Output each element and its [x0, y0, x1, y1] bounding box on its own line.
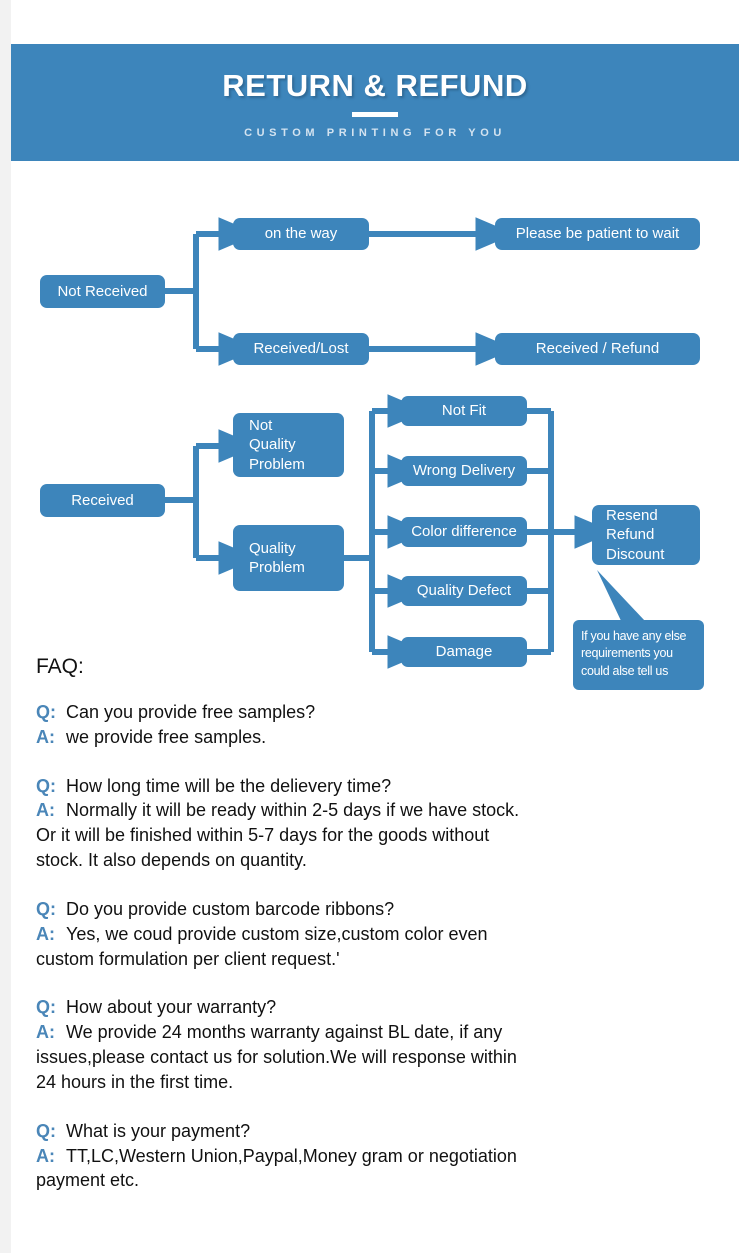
faq-question-line: Q: How about your warranty?: [36, 995, 686, 1020]
node-color-difference[interactable]: Color difference: [401, 517, 527, 547]
faq-answer-cont: payment etc.: [36, 1170, 140, 1191]
node-quality-defect[interactable]: Quality Defect: [401, 576, 527, 606]
faq-question: How long time will be the delievery time…: [66, 775, 392, 796]
node-not-received[interactable]: Not Received: [40, 275, 165, 308]
callout-line: could alse tell us: [581, 663, 669, 678]
node-line: Problem: [249, 455, 305, 473]
node-on-the-way[interactable]: on the way: [233, 218, 369, 250]
faq-answer: Yes, we coud provide custom size,custom …: [66, 923, 488, 944]
faq-answer-cont: issues,please contact us for solution.We…: [36, 1047, 517, 1068]
faq-item: Q: Do you provide custom barcode ribbons?…: [36, 897, 686, 971]
node-not-quality-problem[interactable]: Not Quality Problem: [233, 413, 344, 477]
faq-answer: we provide free samples.: [66, 726, 267, 747]
flowchart-connectors: [165, 217, 645, 669]
faq-answer: Normally it will be ready within 2-5 day…: [66, 800, 520, 821]
faq-item: Q: What is your payment? A: TT,LC,Western …: [36, 1119, 686, 1193]
node-line: Quality: [249, 539, 296, 557]
node-received-lost[interactable]: Received/Lost: [233, 333, 369, 365]
callout-line: If you have any else: [581, 629, 687, 643]
faq-question: How about your warranty?: [66, 997, 277, 1018]
faq-item: Q: How about your warranty? A: We provide …: [36, 995, 686, 1094]
faq-answer-line: A: Yes, we coud provide custom size,custo…: [36, 922, 686, 947]
answer-tag: A:: [36, 800, 55, 821]
answer-tag: A:: [36, 1145, 55, 1166]
node-line: Quality: [249, 436, 296, 454]
callout-extra-requirements: If you have any else requirements you co…: [573, 620, 704, 690]
faq-question-line: Q: Can you provide free samples?: [36, 700, 686, 725]
faq-question: Do you provide custom barcode ribbons?: [66, 898, 395, 919]
faq-question-line: Q: Do you provide custom barcode ribbons?: [36, 897, 686, 922]
faq-item: Q: How long time will be the delievery ti…: [36, 774, 686, 873]
node-resend-refund-discount[interactable]: Resend Refund Discount: [592, 505, 700, 565]
faq-heading: FAQ:: [36, 655, 84, 678]
page-title: RETURN & REFUND: [222, 68, 528, 103]
page-header-banner: RETURN & REFUND CUSTOM PRINTING FOR YOU: [11, 44, 739, 161]
node-line: Refund: [606, 526, 655, 544]
faq-answer: TT,LC,Western Union,Paypal,Money gram or…: [66, 1145, 517, 1166]
question-tag: Q:: [36, 775, 56, 796]
node-line: Not: [249, 417, 273, 435]
callout-tail: [597, 570, 645, 625]
faq-answer-line: A: we provide free samples.: [36, 725, 686, 750]
node-wrong-delivery[interactable]: Wrong Delivery: [401, 456, 527, 486]
faq-answer-cont: 24 hours in the first time.: [36, 1071, 234, 1092]
node-line: Discount: [606, 545, 665, 563]
faq-question-line: Q: How long time will be the delievery ti…: [36, 774, 686, 799]
faq-list: Q: Can you provide free samples? A: we pro…: [36, 700, 686, 1217]
node-received[interactable]: Received: [40, 484, 165, 517]
node-line: Problem: [249, 559, 305, 576]
question-tag: Q:: [36, 1120, 56, 1141]
node-quality-problem[interactable]: Quality Problem: [233, 525, 344, 591]
faq-answer-cont: Or it will be finished within 5-7 days f…: [36, 825, 490, 846]
faq-answer-line: A: We provide 24 months warranty against …: [36, 1020, 686, 1045]
faq-answer: We provide 24 months warranty against BL…: [66, 1022, 503, 1043]
callout-line: requirements you: [581, 646, 673, 661]
faq-question-line: Q: What is your payment?: [36, 1119, 686, 1144]
question-tag: Q:: [36, 702, 56, 722]
faq-answer-line: A: TT,LC,Western Union,Paypal,Money gram …: [36, 1144, 686, 1169]
faq-answer-cont: custom formulation per client request.': [36, 948, 340, 969]
faq-question: What is your payment?: [66, 1120, 251, 1141]
faq-answer-line: A: Normally it will be ready within 2-5 d…: [36, 798, 686, 823]
node-not-fit[interactable]: Not Fit: [401, 396, 527, 426]
node-received-refund[interactable]: Received / Refund: [495, 333, 700, 365]
answer-tag: A:: [36, 1022, 55, 1043]
question-tag: Q:: [36, 997, 56, 1018]
faq-item: Q: Can you provide free samples? A: we pro…: [36, 700, 686, 750]
node-please-be-patient[interactable]: Please be patient to wait: [495, 218, 700, 250]
node-damage[interactable]: Damage: [401, 637, 527, 667]
answer-tag: A:: [36, 726, 55, 747]
page-subtitle: CUSTOM PRINTING FOR YOU: [244, 127, 506, 139]
faq-answer-cont: stock. It also depends on quantity.: [36, 850, 307, 871]
node-line: Resend: [606, 507, 658, 525]
title-divider: [352, 112, 398, 117]
answer-tag: A:: [36, 923, 55, 944]
question-tag: Q:: [36, 898, 56, 919]
faq-question: Can you provide free samples?: [66, 702, 316, 722]
